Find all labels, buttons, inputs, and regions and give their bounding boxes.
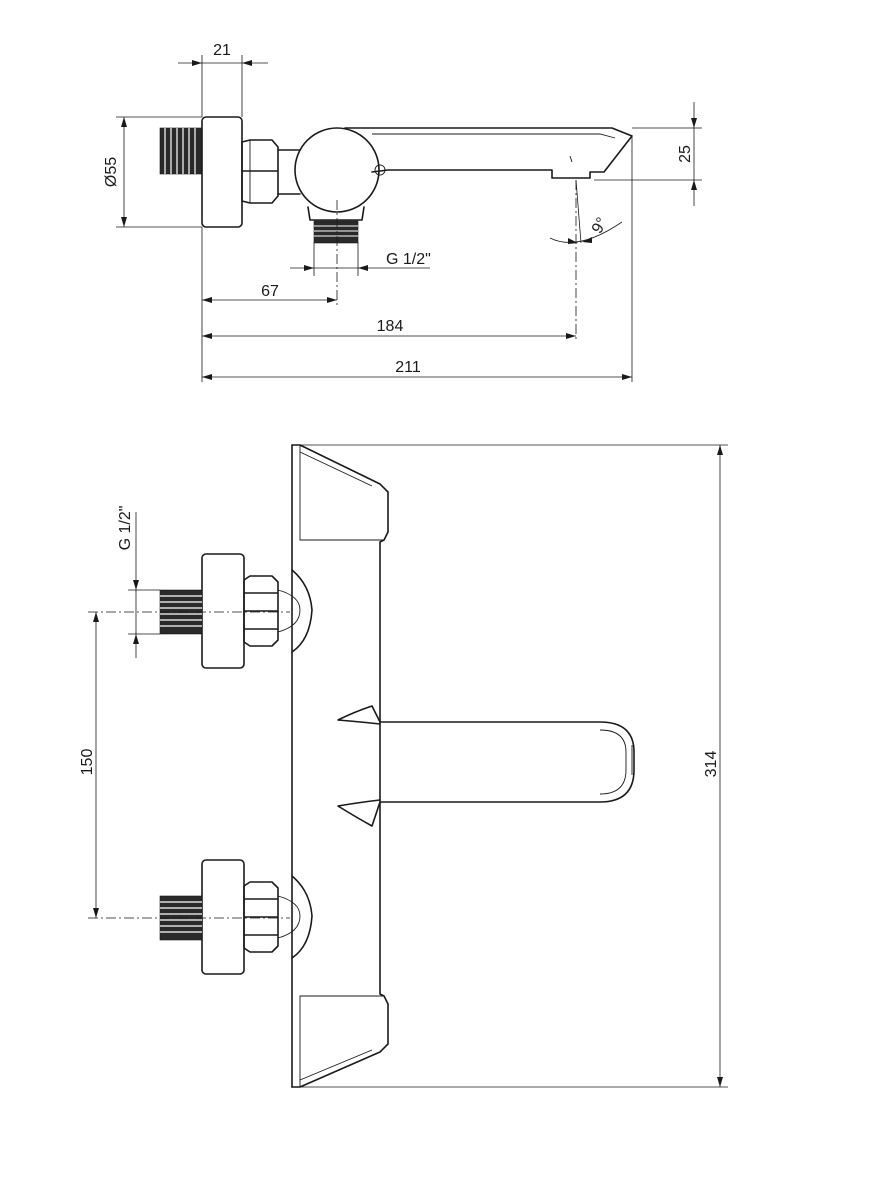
- side-rosette: [201, 116, 243, 228]
- side-mixer-body: [294, 127, 380, 213]
- dim-inlet-thread-label: G 1/2": [117, 506, 134, 551]
- dim-spout-angle-label: 9°: [589, 215, 611, 237]
- dim-spout-height: 25: [594, 102, 702, 206]
- dim-inlet-spacing: 150: [79, 612, 99, 918]
- dim-rosette-diameter-label: Ø55: [103, 157, 120, 187]
- side-neck: [277, 149, 301, 195]
- front-upper-inlet: [159, 553, 313, 669]
- side-spout: [344, 127, 633, 179]
- side-hex-nut: [241, 139, 279, 204]
- dim-spout-height-label: 25: [677, 145, 694, 163]
- front-spout: [337, 705, 635, 827]
- dim-overall-width: 314: [300, 444, 728, 1088]
- dim-overall-width-label: 314: [703, 751, 720, 778]
- dim-connector-depth-label: 21: [213, 42, 231, 59]
- dim-outlet-thread-label: G 1/2": [386, 251, 431, 268]
- front-lower-inlet: [159, 859, 313, 975]
- dim-spout-reach-label: 184: [377, 318, 404, 335]
- side-view: 21 Ø55 25 9°: [103, 42, 702, 382]
- side-inlet-thread: [159, 127, 203, 175]
- side-outlet: [307, 206, 365, 244]
- dim-overall-depth-label: 211: [395, 359, 421, 376]
- dim-outlet-thread: G 1/2": [290, 243, 431, 276]
- dim-overall-depth: 211: [201, 136, 633, 382]
- dim-spout-reach: 184: [202, 318, 576, 339]
- front-mixer-body: [291, 444, 389, 1088]
- dim-connector-depth: 21: [178, 42, 268, 117]
- dim-inlet-spacing-label: 150: [79, 749, 96, 776]
- dim-inlet-thread: G 1/2": [117, 506, 160, 658]
- dim-spout-angle: 9°: [549, 179, 623, 244]
- front-view: G 1/2" 150 314: [79, 444, 728, 1088]
- dim-rosette-diameter: Ø55: [103, 116, 202, 228]
- dim-outlet-position-label: 67: [261, 283, 279, 300]
- dim-outlet-position: 67: [202, 283, 337, 303]
